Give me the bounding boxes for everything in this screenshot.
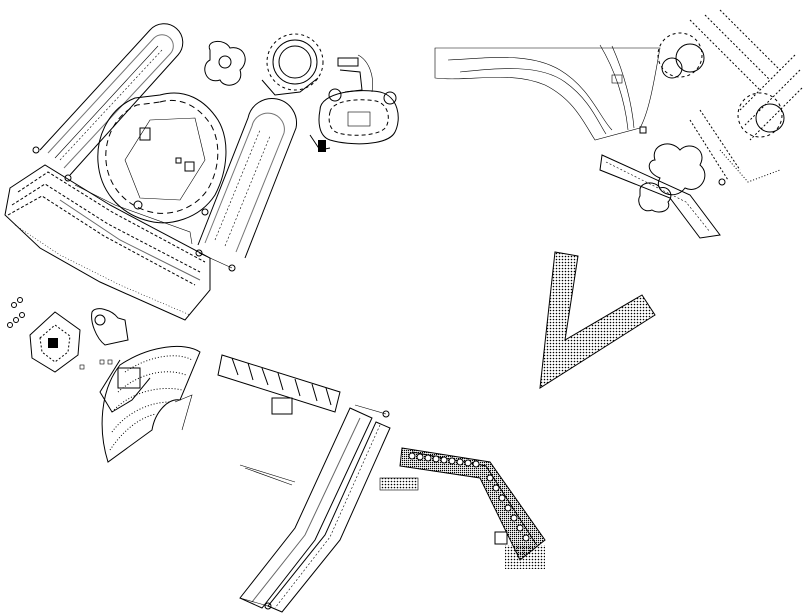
circus-center xyxy=(195,98,297,272)
theatre-cavea xyxy=(99,345,201,463)
small-temple-left xyxy=(7,297,129,373)
long-diagonal-circus-bottom xyxy=(239,404,391,613)
oval-court-top-right xyxy=(309,88,399,152)
octagonal-hall-with-exedrae xyxy=(97,92,227,224)
colonnade-band-left xyxy=(4,164,211,321)
row-of-chambers xyxy=(217,354,341,486)
v-shaped-stippled-wall xyxy=(539,251,656,389)
rotunda-cluster-top xyxy=(204,33,373,96)
curved-court-plan-top-right xyxy=(434,44,661,141)
circus-upper-left xyxy=(32,23,184,182)
bent-colonnade-bottom-right xyxy=(379,447,546,569)
radiating-wings-top-right xyxy=(599,9,803,239)
